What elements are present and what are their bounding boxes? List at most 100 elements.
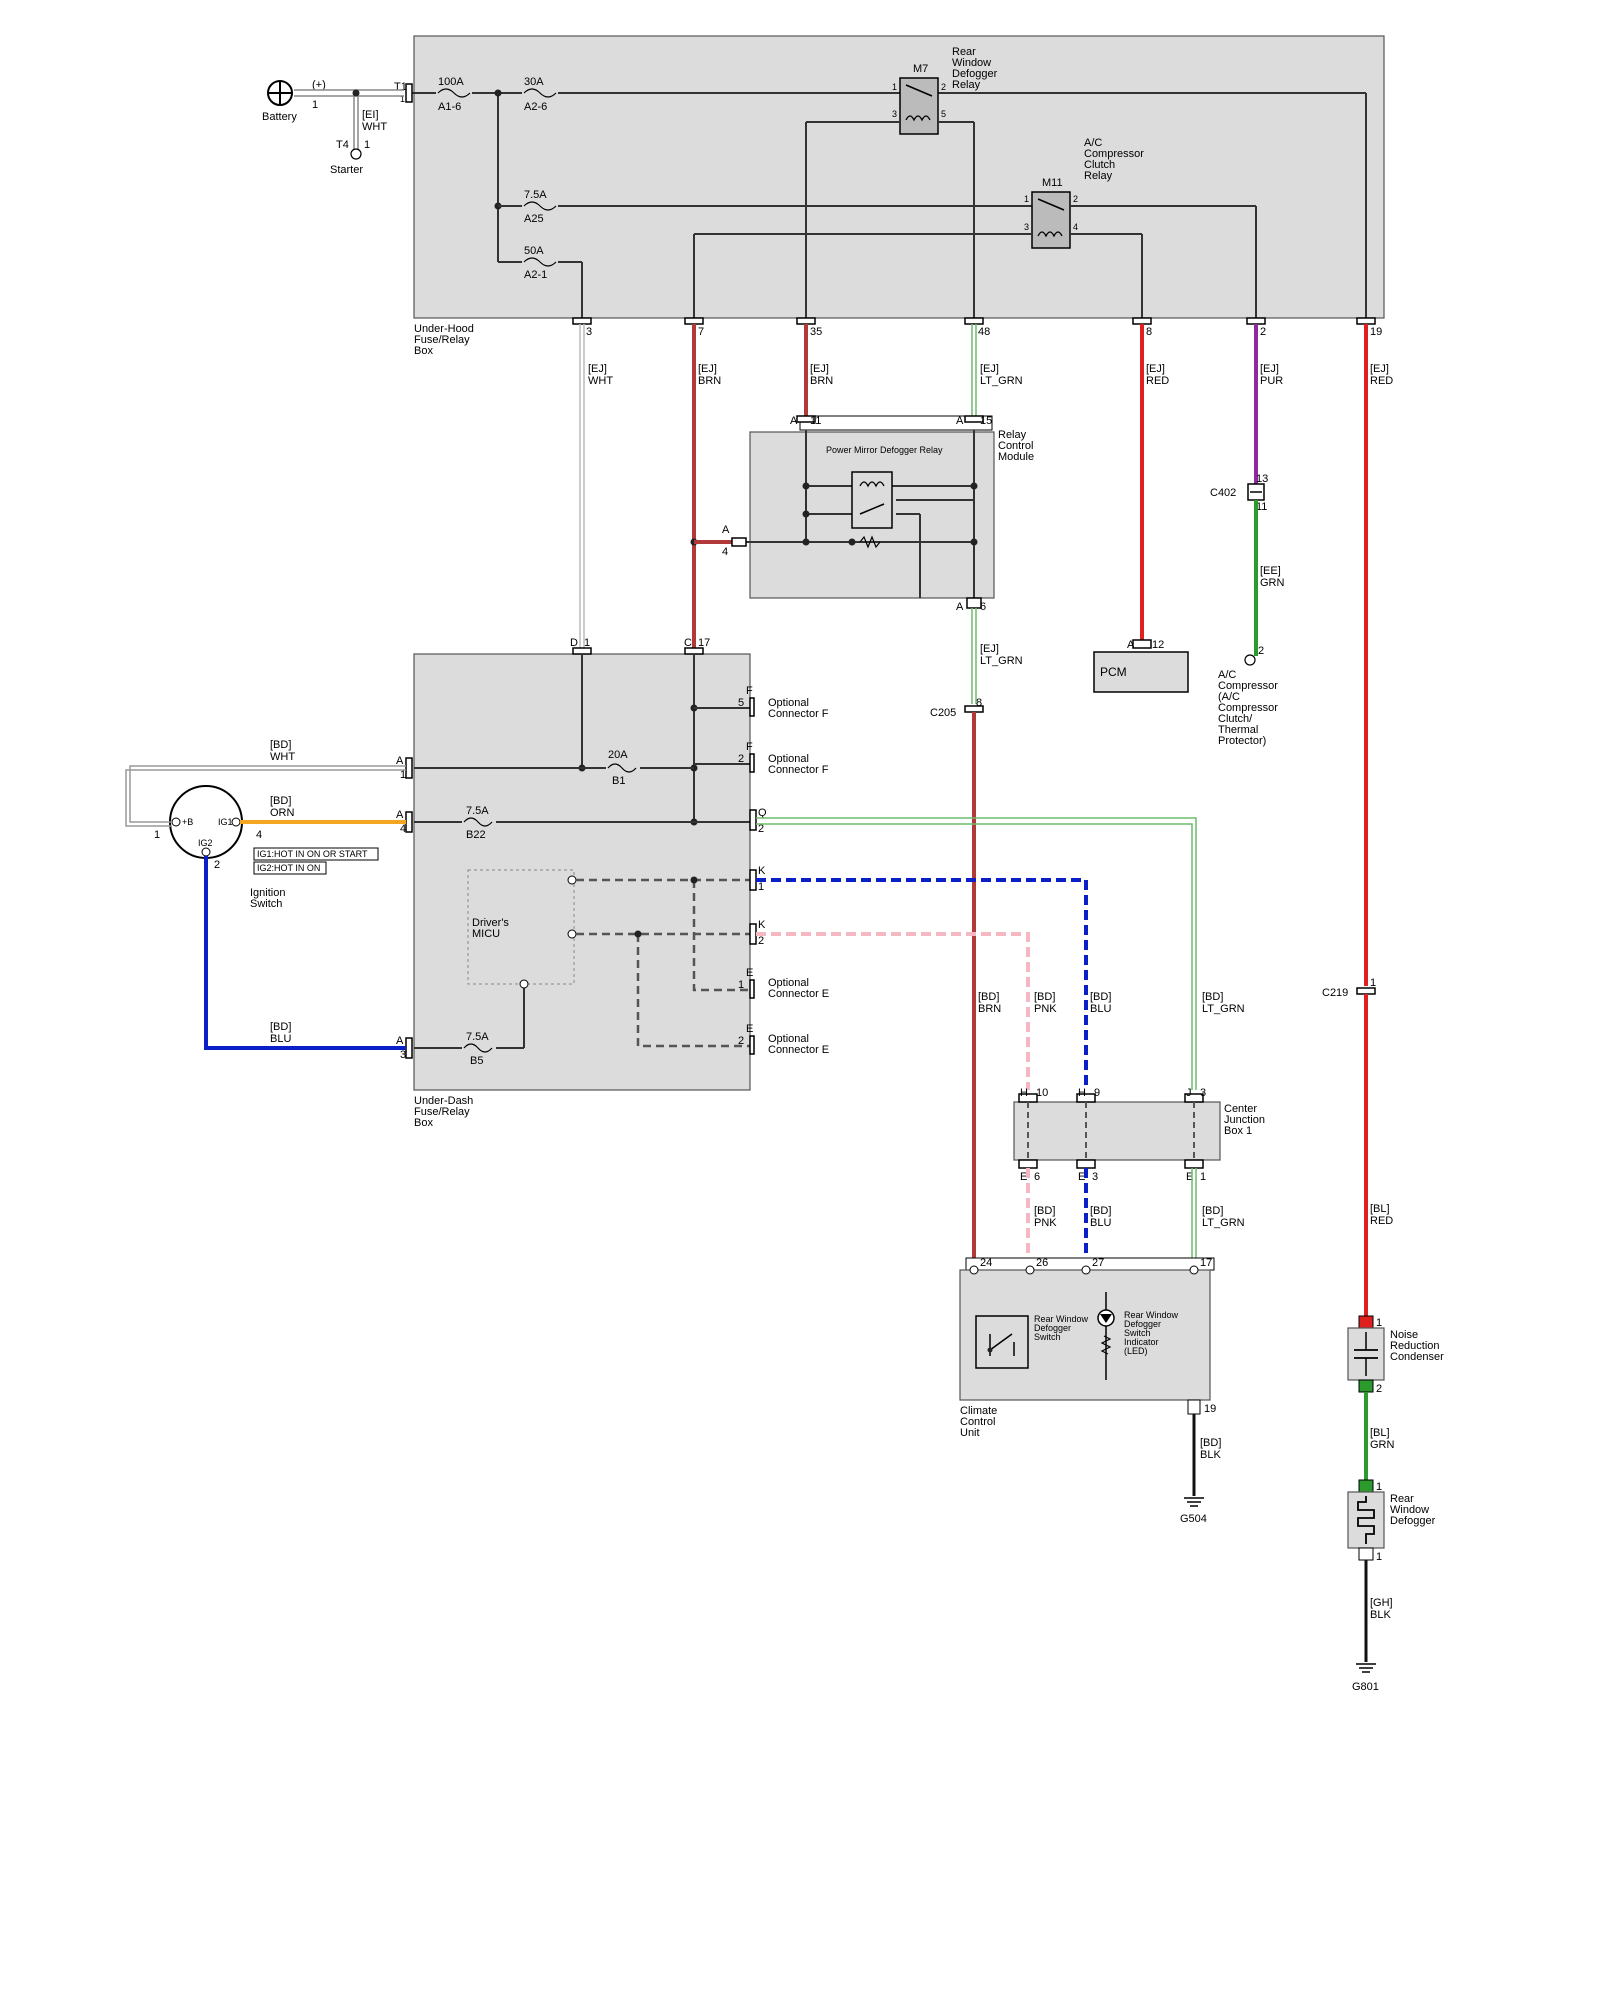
wire-8-code: [EJ] bbox=[1146, 363, 1165, 375]
cjb-h9: 9 bbox=[1094, 1087, 1100, 1099]
rcm-pin-a-15: 15 bbox=[980, 415, 992, 427]
cond-wire-code: [BL] bbox=[1370, 1427, 1390, 1439]
ud-left-a3: 3 bbox=[400, 1049, 406, 1061]
m11-label-3: Clutch bbox=[1084, 159, 1115, 171]
ccu-switch-label-3: Switch bbox=[1034, 1332, 1061, 1342]
battery-polarity: (+) bbox=[312, 79, 326, 91]
t1-pin: 1 bbox=[400, 94, 405, 104]
low-pnk-code: [BD] bbox=[1034, 1205, 1055, 1217]
relay-module-label-2: Control bbox=[998, 440, 1033, 452]
ign-wht-code: [BD] bbox=[270, 739, 291, 751]
g801-wire-code: [GH] bbox=[1370, 1597, 1393, 1609]
ac-label-6: Thermal bbox=[1218, 724, 1258, 736]
m11-pin-2: 2 bbox=[1073, 194, 1078, 204]
ud-right-f5: 5 bbox=[738, 697, 744, 709]
ud-pin-d-letter: D bbox=[570, 637, 578, 649]
uh-pin-19: 19 bbox=[1370, 326, 1382, 338]
ac-label-2: Compressor bbox=[1218, 680, 1278, 692]
m11-label-2: Compressor bbox=[1084, 148, 1144, 160]
ign-term-b: +B bbox=[182, 817, 193, 827]
uh-pin-8: 8 bbox=[1146, 326, 1152, 338]
c219-wire-code: [BL] bbox=[1370, 1203, 1390, 1215]
rcm-pin-a-6: 6 bbox=[980, 601, 986, 613]
cjb-label-3: Box 1 bbox=[1224, 1125, 1252, 1137]
rcm-pin-a-6-letter: A bbox=[956, 601, 964, 613]
ac-compressor: 2 A/C Compressor (A/C Compressor Clutch/… bbox=[1218, 645, 1278, 747]
rcm-pin-a-4-letter: A bbox=[722, 524, 730, 536]
condenser-pin-1: 1 bbox=[1376, 1317, 1382, 1329]
rcm-pin-a-4: 4 bbox=[722, 546, 728, 558]
pcm-label: PCM bbox=[1100, 665, 1127, 679]
ign-note-ig1: IG1:HOT IN ON OR START bbox=[257, 849, 368, 859]
fuse-30a-id: A2-6 bbox=[524, 101, 547, 113]
relay-m11: M11 1 2 3 4 A/C Compressor Clutch Relay bbox=[1024, 137, 1144, 249]
battery-label: Battery bbox=[262, 111, 297, 123]
m7-pin-1: 1 bbox=[892, 82, 897, 92]
c402-wire-color: GRN bbox=[1260, 577, 1285, 589]
ud-right-e2: 2 bbox=[738, 1035, 744, 1047]
defogger-label-3: Defogger bbox=[1390, 1515, 1436, 1527]
fuse-30a-amp: 30A bbox=[524, 76, 544, 88]
relay-m7: M7 1 2 3 5 Rear Window Defogger Relay bbox=[892, 46, 998, 135]
defogger-label-2: Window bbox=[1390, 1504, 1429, 1516]
ud-right-f2-letter: F bbox=[746, 741, 753, 753]
cjb-label-1: Center bbox=[1224, 1103, 1257, 1115]
ign-note-ig2: IG2:HOT IN ON bbox=[257, 863, 320, 873]
opt-f-2-line-1: Optional bbox=[768, 753, 809, 765]
starter: [EI] WHT T4 1 Starter bbox=[330, 109, 387, 176]
starter-label: Starter bbox=[330, 164, 363, 176]
m7-label-2: Window bbox=[952, 57, 991, 69]
ac-label-7: Protector) bbox=[1218, 735, 1266, 747]
wire-19-color: RED bbox=[1370, 375, 1393, 387]
wire-7-code: [EJ] bbox=[698, 363, 717, 375]
uh-pin-3: 3 bbox=[586, 326, 592, 338]
low-ltgrn-code: [BD] bbox=[1202, 1205, 1223, 1217]
fuse-100a: 100A A1-6 bbox=[436, 76, 472, 113]
ccu-pin-19: 19 bbox=[1204, 1403, 1216, 1415]
opt-f-2-line-2: Connector F bbox=[768, 764, 829, 776]
rcm-pin-a-15-letter: A bbox=[956, 415, 964, 427]
uh-pin-35: 35 bbox=[810, 326, 822, 338]
c402-pin-bottom: 11 bbox=[1256, 501, 1267, 513]
c219-pin: 1 bbox=[1370, 977, 1376, 989]
condenser-label-2: Reduction bbox=[1390, 1340, 1440, 1352]
m7-pin-5: 5 bbox=[941, 109, 946, 119]
mid-brn-code: [BD] bbox=[978, 991, 999, 1003]
c219-connector: C219 1 bbox=[1322, 977, 1376, 999]
c205-wire-code: [EJ] bbox=[980, 643, 999, 655]
ud-pin-d: 1 bbox=[584, 637, 590, 649]
wire-2-code: [EJ] bbox=[1260, 363, 1279, 375]
opt-e-2-line-2: Connector E bbox=[768, 1044, 829, 1056]
pcm-pin-letter: A bbox=[1127, 639, 1135, 651]
m7-label-1: Rear bbox=[952, 46, 976, 58]
t1-label: T1 bbox=[394, 81, 407, 93]
c402-connector: C402 13 11 bbox=[1210, 473, 1268, 513]
under-dash-label-2: Fuse/Relay bbox=[414, 1106, 470, 1118]
opt-e-1-line-2: Connector E bbox=[768, 988, 829, 1000]
ud-pin-c: 17 bbox=[698, 637, 710, 649]
ccu-switch-label-2: Defogger bbox=[1034, 1323, 1071, 1333]
defogger-pin-bottom: 1 bbox=[1376, 1551, 1382, 1563]
ign-pin-4: 4 bbox=[256, 829, 262, 841]
c219-wire-color: RED bbox=[1370, 1215, 1393, 1227]
ud-right-k2-letter: K bbox=[758, 919, 766, 931]
cond-wire-color: GRN bbox=[1370, 1439, 1395, 1451]
mid-pnk-code: [BD] bbox=[1034, 991, 1055, 1003]
ccu-pin-17: 17 bbox=[1200, 1257, 1212, 1269]
m7-label-4: Relay bbox=[952, 79, 981, 91]
relay-module-label-1: Relay bbox=[998, 429, 1027, 441]
ccu-label-3: Unit bbox=[960, 1427, 980, 1439]
m7-pin-3: 3 bbox=[892, 109, 897, 119]
fuse-b1-amp: 20A bbox=[608, 749, 628, 761]
climate-control-unit: 24 26 27 17 Rear Window Defogger Switch … bbox=[959, 1257, 1216, 1439]
m11-pin-4: 4 bbox=[1073, 222, 1078, 232]
rear-window-defogger: 1 1 Rear Window Defogger bbox=[1347, 1479, 1436, 1563]
m11-pin-1: 1 bbox=[1024, 194, 1029, 204]
fuse-50a-amp: 50A bbox=[524, 245, 544, 257]
under-hood-label-1: Under-Hood bbox=[414, 323, 474, 335]
condenser-label-3: Condenser bbox=[1390, 1351, 1444, 1363]
fuse-b22: 7.5A B22 bbox=[462, 805, 496, 841]
ccu-ind-label-1: Rear Window bbox=[1124, 1310, 1179, 1320]
rcm-pin-a-11-letter: A bbox=[790, 415, 798, 427]
